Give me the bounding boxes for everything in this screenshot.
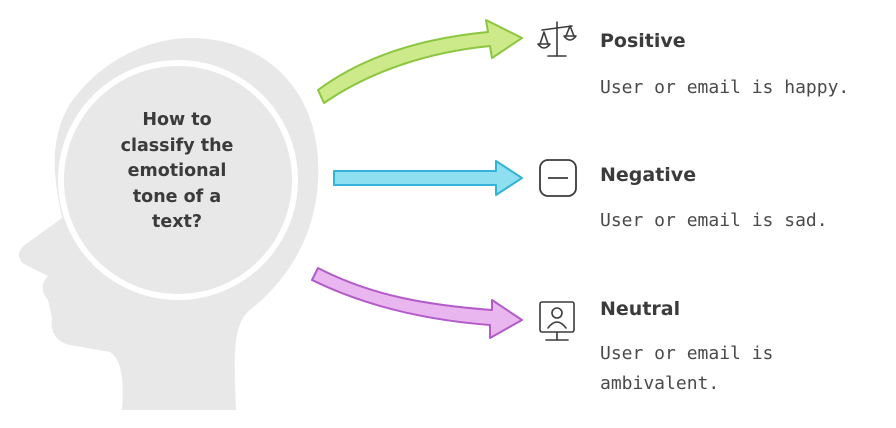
question-circle	[64, 66, 292, 294]
negative-description: User or email is sad.	[600, 206, 828, 236]
minus-box-icon	[539, 159, 577, 197]
question-line: tone of a	[132, 186, 222, 207]
neutral-title: Neutral	[600, 298, 681, 320]
monitor-user-icon	[539, 301, 575, 341]
question-line: text?	[151, 212, 203, 232]
central-question: How to classify the emotional tone of a …	[112, 108, 242, 236]
question-line: How to	[142, 110, 212, 130]
question-line: emotional	[127, 161, 227, 181]
description-line: ambivalent.	[600, 373, 720, 394]
description-line: User or email is sad.	[600, 210, 828, 231]
positive-title: Positive	[600, 30, 686, 52]
description-line: User or email is	[600, 343, 774, 364]
neutral-arrow	[311, 267, 523, 339]
scale-icon	[537, 21, 577, 57]
positive-description: User or email is happy.	[600, 73, 849, 103]
description-line: User or email is happy.	[600, 77, 850, 98]
question-line: classify the	[120, 135, 234, 156]
neutral-description: User or email is ambivalent.	[600, 339, 773, 399]
negative-title: Negative	[600, 164, 697, 186]
positive-arrow	[317, 19, 523, 104]
negative-arrow	[333, 160, 523, 196]
